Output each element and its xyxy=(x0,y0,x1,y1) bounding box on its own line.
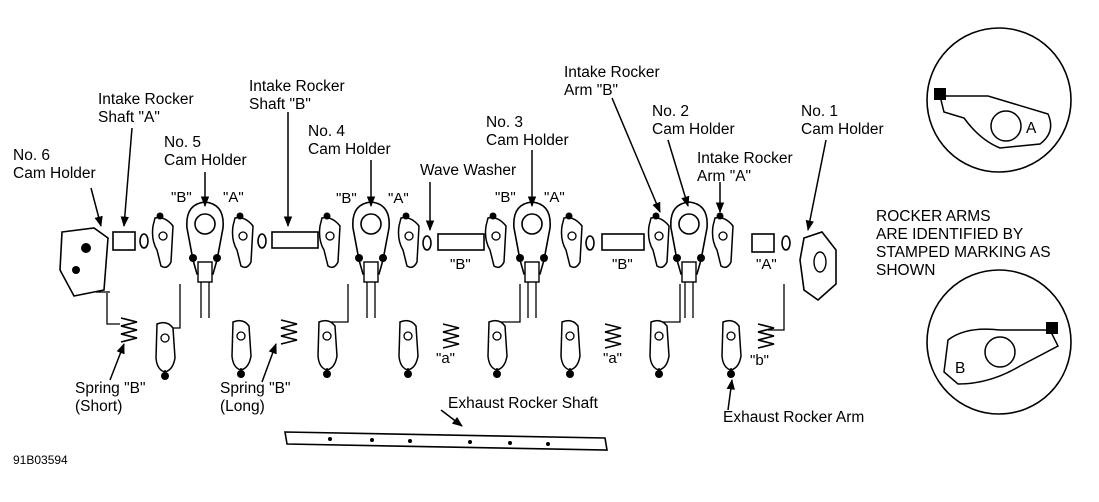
marking-b-3: "B" xyxy=(495,189,516,206)
marking-a-2: "A" xyxy=(388,190,409,207)
spring-b-long xyxy=(280,319,298,345)
label-wave-washer: Wave Washer xyxy=(420,162,517,179)
intake-rocker-arm-b-4 xyxy=(647,211,670,269)
intake-rocker-shaft-b-3 xyxy=(601,233,645,251)
marking-b-1: "B" xyxy=(171,189,192,206)
marking-a-1: "A" xyxy=(223,189,244,206)
cam-holder-no5 xyxy=(186,201,224,319)
cam-holder-no2 xyxy=(670,201,708,319)
wave-washer-4 xyxy=(585,235,595,251)
spring-a-1 xyxy=(442,323,460,349)
intake-rocker-arm-a-1 xyxy=(231,211,254,269)
intake-rocker-shaft-a-1 xyxy=(112,231,136,251)
exhaust-rocker-arm-7 xyxy=(649,319,670,379)
cam-holder-no6 xyxy=(59,227,110,297)
marking-a-3: "A" xyxy=(544,189,565,206)
spring-b xyxy=(757,323,775,349)
exhaust-rocker-arm-8 xyxy=(721,319,742,379)
label-spring-b-long: Spring "B"(Long) xyxy=(220,380,291,415)
inset-mark-b: B xyxy=(955,360,966,377)
intake-rocker-arm-b-1 xyxy=(151,211,174,269)
intake-rocker-shaft-a-2 xyxy=(751,233,775,253)
intake-rocker-shaft-b-2 xyxy=(437,233,485,251)
intake-rocker-arm-a-2 xyxy=(397,211,420,269)
marking-b-2: "B" xyxy=(336,190,357,207)
inset-rocker-arm-b xyxy=(926,269,1072,415)
intake-rocker-arm-b-2 xyxy=(318,211,341,269)
cam-holder-no3 xyxy=(513,201,551,319)
marking-b-shaft-2: "B" xyxy=(612,256,633,273)
cam-holder-no4 xyxy=(352,201,390,319)
label-exhaust-rocker-arm: Exhaust Rocker Arm xyxy=(723,409,865,426)
label-exhaust-rocker-shaft: Exhaust Rocker Shaft xyxy=(448,395,598,412)
exhaust-rocker-arm-3 xyxy=(317,319,338,379)
spring-a-2 xyxy=(604,323,622,349)
label-spring-b-short: Spring "B"(Short) xyxy=(75,380,146,415)
exhaust-rocker-arm-1 xyxy=(155,321,176,381)
wave-washer-1 xyxy=(139,233,149,249)
wave-washer-2 xyxy=(257,233,267,249)
exhaust-rocker-arm-6 xyxy=(560,319,581,379)
rocker-arm-identification-note: ROCKER ARMS ARE IDENTIFIED BY STAMPED MA… xyxy=(876,208,1051,279)
exhaust-rocker-shaft xyxy=(284,431,608,451)
inset-mark-a: A xyxy=(1026,120,1037,137)
wave-washer-5 xyxy=(781,235,791,251)
spring-b-short xyxy=(120,317,138,343)
cam-holder-no1 xyxy=(799,231,837,302)
exhaust-rocker-arm-2 xyxy=(231,319,252,379)
intake-rocker-arm-a-3 xyxy=(560,211,583,269)
intake-rocker-arm-a-4 xyxy=(711,211,734,269)
exhaust-rocker-arm-5 xyxy=(487,319,508,379)
wave-washer-3 xyxy=(422,235,432,251)
exhaust-rocker-arm-4 xyxy=(398,319,419,379)
marking-a-shaft: "A" xyxy=(756,256,777,273)
intake-rocker-arm-b-3 xyxy=(484,211,507,269)
marking-a-spring-2: "a" xyxy=(603,350,622,367)
intake-rocker-shaft-b-1 xyxy=(271,231,319,249)
marking-a-spring-1: "a" xyxy=(436,350,455,367)
marking-b-shaft-1: "B" xyxy=(450,256,471,273)
inset-rocker-arm-a xyxy=(926,27,1072,173)
figure-code: 91B03594 xyxy=(13,453,68,467)
marking-b-spring: "b" xyxy=(750,352,769,369)
